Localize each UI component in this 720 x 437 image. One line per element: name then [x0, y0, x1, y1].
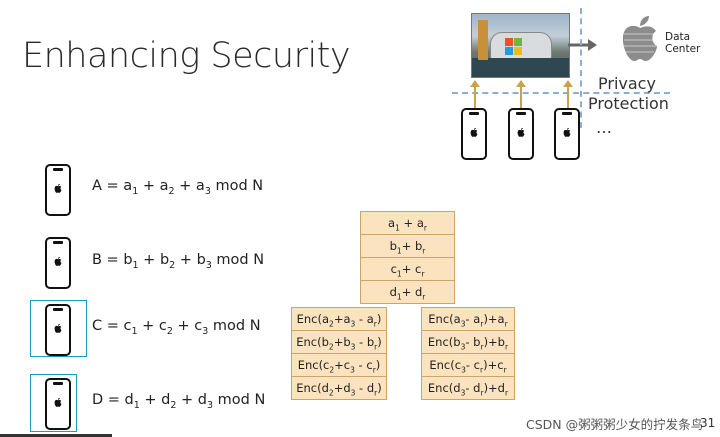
equation-a: A = a1 + a2 + a3 mod N — [92, 178, 264, 197]
apple-logo-icon — [622, 16, 657, 61]
equation-d: D = d1 + d2 + d3 mod N — [92, 392, 266, 411]
table-cell: Enc(a2+a3 - ar) — [292, 308, 386, 331]
phone-icon — [508, 108, 534, 160]
table-cell: Enc(d2+d3 - dr) — [296, 381, 382, 398]
phone-icon — [461, 108, 487, 160]
table-cell: Enc(a3- ar)+ar — [422, 308, 514, 331]
table-cell: Enc(b2+b3 - br) — [292, 331, 386, 354]
upload-arrow-2 — [516, 80, 526, 108]
protection-label: Protection — [588, 94, 669, 113]
arrow-to-data-center — [568, 39, 597, 51]
phone-icon — [45, 378, 71, 430]
phone-icon — [45, 304, 71, 356]
phone-icon — [45, 164, 71, 216]
phone-icon — [45, 237, 71, 289]
table-cell: Enc(d3- dr)+dr — [427, 381, 509, 398]
left-encrypted-table: Enc(a2+a3 - ar) Enc(b2+b3 - br) Enc(c2+c… — [291, 307, 387, 400]
upload-arrow-3 — [563, 80, 573, 108]
equation-b: B = b1 + b2 + b3 mod N — [92, 252, 265, 271]
table-cell: d1+ dr — [389, 285, 426, 302]
privacy-boundary-horizontal — [452, 92, 670, 94]
table-cell: Enc(c3- cr)+cr — [422, 354, 514, 377]
footer-progress-bar — [0, 434, 112, 437]
slide-title: Enhancing Security — [22, 36, 351, 76]
table-cell: c1+ cr — [361, 258, 454, 281]
center-shares-table: a1 + ar b1+ br c1+ cr d1+ dr — [360, 211, 455, 304]
watermark: CSDN @粥粥粥少女的拧发条鸟 — [526, 417, 704, 432]
page-number: 31 — [700, 416, 716, 430]
ellipsis-label: … — [596, 118, 612, 137]
table-cell: b1+ br — [361, 235, 454, 258]
equation-c: C = c1 + c2 + c3 mod N — [92, 318, 261, 337]
table-cell: Enc(c2+c3 - cr) — [292, 354, 386, 377]
upload-arrow-1 — [470, 80, 480, 108]
phone-icon — [554, 108, 580, 160]
selection-highlight — [30, 374, 77, 432]
data-center-photo — [471, 13, 570, 78]
privacy-label: Privacy — [598, 74, 656, 93]
table-cell: a1 + ar — [361, 212, 454, 235]
selection-highlight — [30, 300, 87, 357]
data-center-label: Data Center — [665, 31, 701, 55]
table-cell: Enc(b3- br)+br — [422, 331, 514, 354]
privacy-boundary-vertical — [580, 8, 582, 128]
right-encrypted-table: Enc(a3- ar)+ar Enc(b3- br)+br Enc(c3- cr… — [421, 307, 515, 400]
